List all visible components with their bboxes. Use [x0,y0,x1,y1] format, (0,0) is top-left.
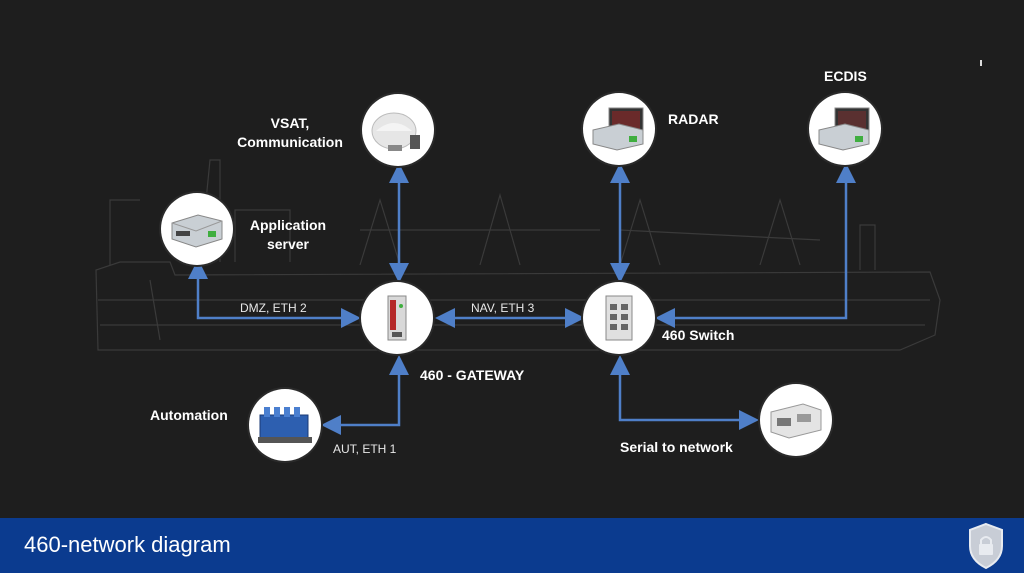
gateway-device-icon[interactable] [361,282,433,354]
radar-console-icon[interactable] [583,93,655,165]
link-dmz [188,259,361,328]
port-aut-label: AUT, ETH 1 [333,442,397,456]
serial-label: Serial to network [620,439,733,455]
connection-lines [188,163,856,435]
server-box-icon[interactable] [161,193,233,265]
marker-dot [980,60,982,66]
link-ecdis [655,163,856,328]
switch-label: 460 Switch [662,327,735,343]
serial-converter-icon[interactable] [760,384,832,456]
port-nav-label: NAV, ETH 3 [471,301,535,315]
footer-bar: 460-network diagram [0,518,1024,573]
shield-lock-icon [969,522,1003,570]
ecdis-label: ECDIS [824,68,867,84]
engine-icon[interactable] [249,389,321,461]
port-dmz-label: DMZ, ETH 2 [240,301,307,315]
satellite-dome-icon[interactable] [362,94,434,166]
gateway-label: 460 - GATEWAY [420,367,525,383]
link-serial [610,355,759,430]
link-aut [321,355,409,435]
vsat-label: VSAT,Communication [237,115,343,150]
ecdis-console-icon[interactable] [809,93,881,165]
footer-title: 460-network diagram [24,532,231,557]
radar-label: RADAR [668,111,719,127]
network-switch-icon[interactable] [583,282,655,354]
automation-label: Automation [150,407,228,423]
